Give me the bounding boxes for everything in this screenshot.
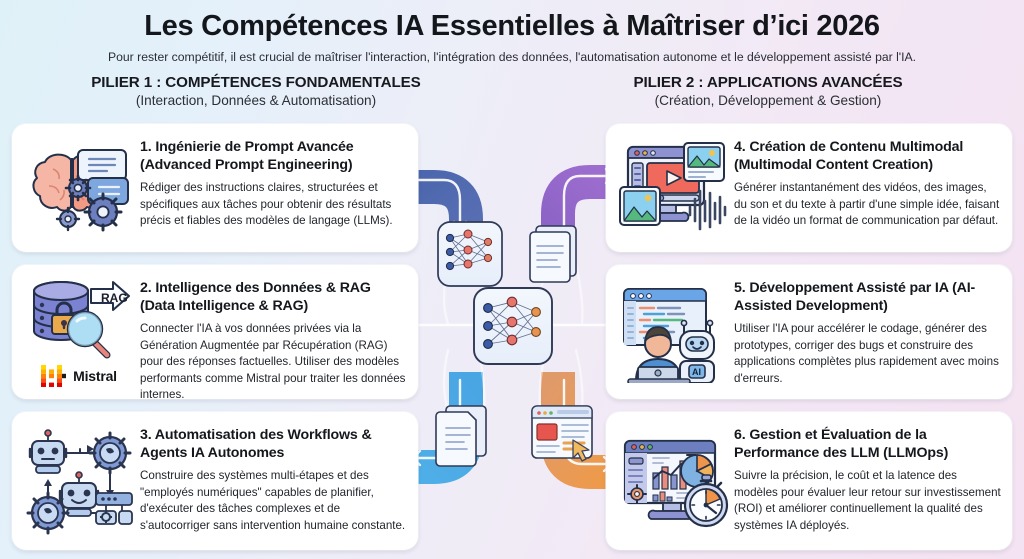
developer-robot-code-icon: AI [614,281,732,383]
card-4-title: 4. Création de Contenu Multimodal (Multi… [734,139,964,174]
card-3-body: 3. Automatisation des Workflows & Agents… [138,420,408,534]
header: Les Compétences IA Essentielles à Maîtri… [0,0,1024,64]
rag-arrow-badge: RAG [90,281,130,311]
documents-node-top-right [529,225,577,283]
card-3-title: 3. Automatisation des Workflows & Agents… [140,427,372,462]
card-4-description: Générer instantanément des vidéos, des i… [734,181,1000,228]
mistral-brand-label: Mistral [73,368,117,384]
neural-network-node-center [473,287,553,365]
developer-person-icon [627,326,691,383]
video-image-audio-monitor-icon [614,137,732,239]
card-5-ai-assisted-development[interactable]: AI 5. Développement Assisté par IA (AI-A… [606,265,1012,399]
card-1-description: Rédiger des instructions claires, struct… [140,181,393,228]
card-3-description: Construire des systèmes multi-étapes et … [140,469,406,532]
card-2-body: 2. Intelligence des Données & RAG (Data … [138,273,408,404]
page-title: Les Compétences IA Essentielles à Maîtri… [144,10,880,42]
pillar-2-subheading: (Création, Développement & Gestion) [654,93,882,108]
gear-large-icon [83,192,123,232]
card-6-llmops[interactable]: 6. Gestion et Évaluation de la Performan… [606,412,1012,550]
neural-network-node-top [437,221,503,287]
gear-small-icon [64,174,92,202]
pillar-2-heading: PILIER 2 : APPLICATIONS AVANCÉES [633,74,903,91]
flow-ribbon-top-left [404,170,483,245]
mistral-brand-row: Mistral [41,365,117,387]
stopwatch-icon [683,474,729,528]
flow-arrow-top-right [562,174,614,234]
robots-workflow-gears-icon [20,427,138,535]
card-6-description: Suivre la précision, le coût et la laten… [734,469,1001,532]
page-subtitle: Pour rester compétitif, il est crucial d… [108,50,916,64]
gear-icon-bl [26,491,70,535]
pillar-1-cards: 1. Ingénierie de Prompt Avancée (Advance… [12,124,418,550]
flow-arrow-top-left [410,178,462,234]
gear-settings-icon [627,484,647,504]
brain-chat-gears-icon [20,138,138,238]
image-thumbnail-icon-1 [683,142,725,182]
gear-tiny-icon [55,206,81,232]
browser-node-bottom-right [531,405,593,462]
dashboard-charts-stopwatch-icon [614,431,732,531]
robot-assistant-icon: AI [679,319,715,383]
flow-ribbon-top-right [541,165,620,245]
server-pipeline-icon [95,492,133,525]
image-thumbnail-icon-2 [619,186,661,226]
pillar-1-subheading: (Interaction, Données & Automatisation) [135,93,377,108]
audio-waveform-icon [688,189,727,231]
rag-badge-label: RAG [101,291,128,305]
pillar-1-heading-group: PILIER 1 : COMPÉTENCES FONDAMENTALES (In… [0,74,512,108]
card-6-title: 6. Gestion et Évaluation de la Performan… [734,427,949,462]
card-2-title: 2. Intelligence des Données & RAG (Data … [140,280,371,315]
pillar-2-cards: 4. Création de Contenu Multimodal (Multi… [606,124,1012,550]
robot-icon-1 [28,429,68,474]
card-1-title: 1. Ingénierie de Prompt Avancée (Advance… [140,139,354,174]
gear-icon-tr [88,431,132,475]
card-1-body: 1. Ingénierie de Prompt Avancée (Advance… [138,132,408,230]
document-node-bottom-left [435,405,487,467]
card-5-body: 5. Développement Assisté par IA (AI-Assi… [732,273,1002,387]
pillar-headings: PILIER 1 : COMPÉTENCES FONDAMENTALES (In… [0,74,1024,108]
card-6-body: 6. Gestion et Évaluation de la Performan… [732,420,1002,534]
robot-icon-center [58,471,100,517]
mistral-logo-icon [41,365,67,387]
card-1-prompt-engineering[interactable]: 1. Ingénierie de Prompt Avancée (Advance… [12,124,418,252]
card-5-description: Utiliser l'IA pour accélérer le codage, … [734,322,999,385]
card-3-workflow-automation[interactable]: 3. Automatisation des Workflows & Agents… [12,412,418,550]
card-4-multimodal-content[interactable]: 4. Création de Contenu Multimodal (Multi… [606,124,1012,252]
card-5-title: 5. Développement Assisté par IA (AI-Assi… [734,280,976,315]
card-2-data-intelligence-rag[interactable]: RAG [12,265,418,401]
database-lock-magnifier-rag-icon: RAG [20,277,138,387]
center-flow-diagram [404,110,620,550]
card-2-description: Connecter l'IA à vos données privées via… [140,322,406,402]
pillar-2-heading-group: PILIER 2 : APPLICATIONS AVANCÉES (Créati… [512,74,1024,108]
pillar-1-heading: PILIER 1 : COMPÉTENCES FONDAMENTALES [91,74,421,91]
card-4-body: 4. Création de Contenu Multimodal (Multi… [732,132,1002,230]
ai-badge-label: AI [692,367,701,377]
magnifier-icon [66,310,111,359]
